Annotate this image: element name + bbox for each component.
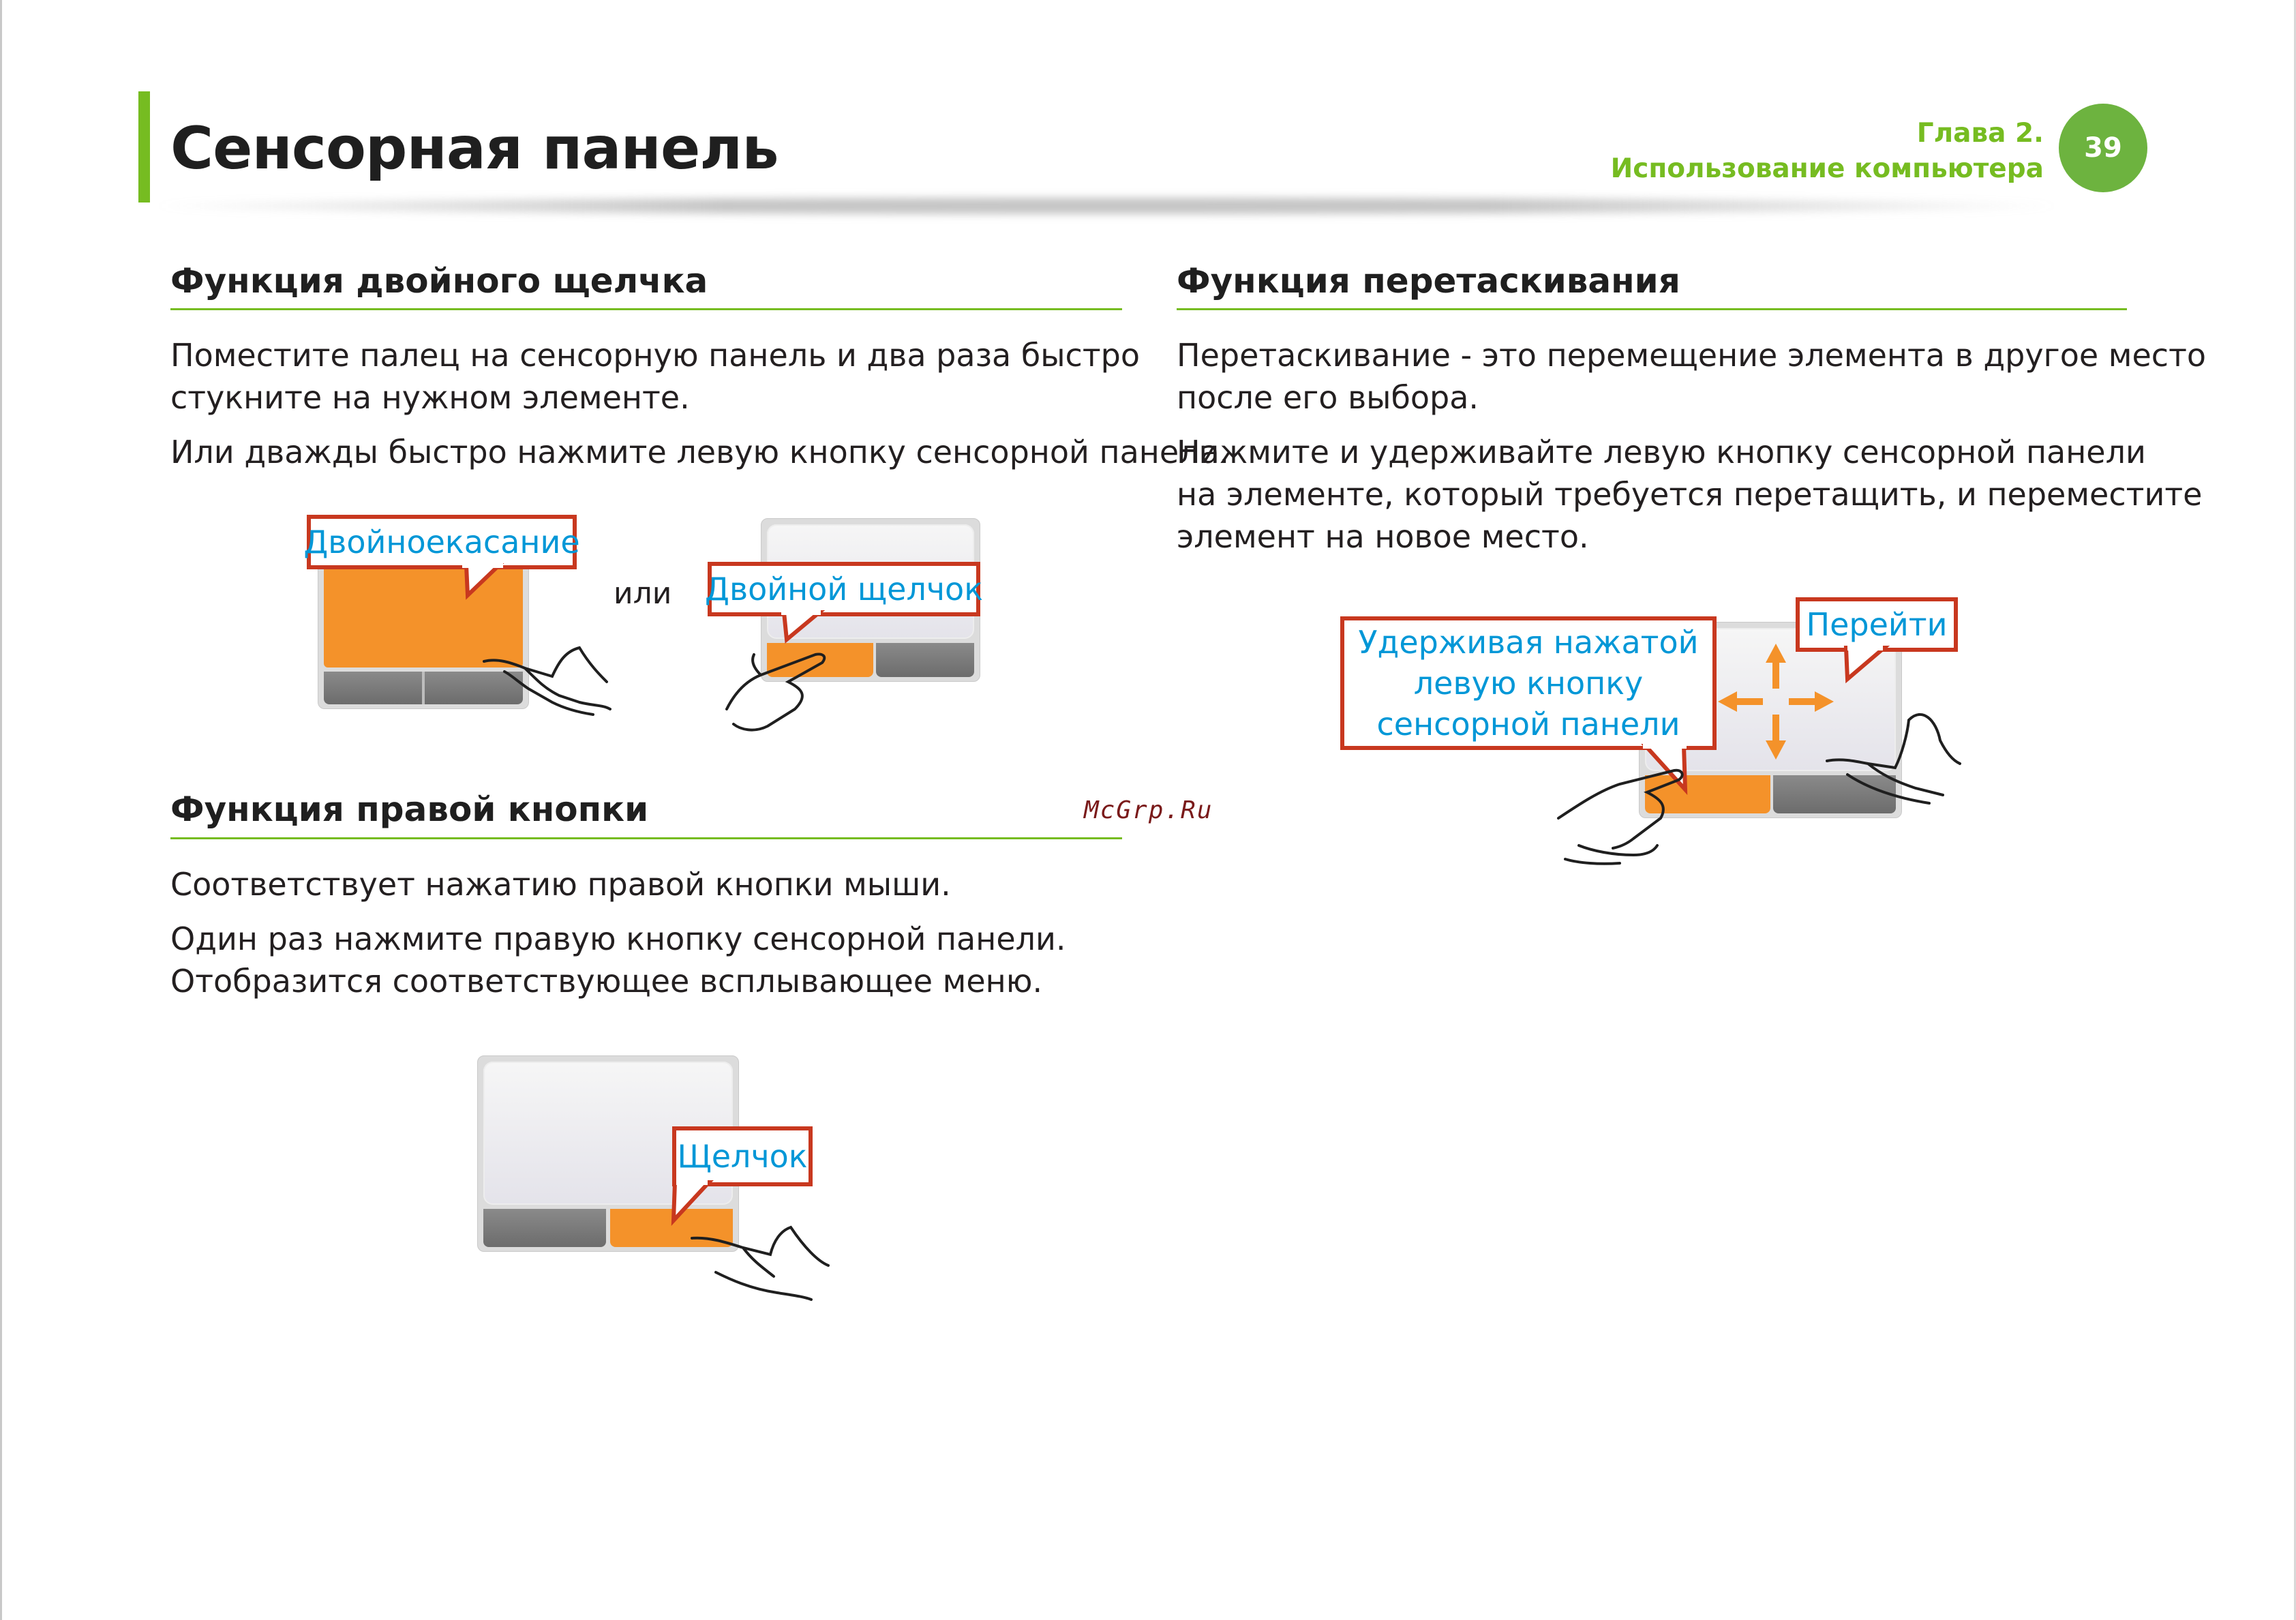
- page-edge-left: [0, 0, 2, 1620]
- drag-para1-line1: Перетаскивание - это перемещение элемент…: [1177, 337, 2207, 374]
- touchpad-left-button-highlighted: [1645, 775, 1770, 813]
- right-button-para2-line2: Отобразится соответствующее всплывающее …: [170, 963, 1043, 1000]
- callout-click: Щелчок: [672, 1126, 813, 1186]
- callout-hold-left-button: Удерживая нажатой левую кнопку сенсорной…: [1340, 616, 1717, 750]
- touchpad-left-button-highlighted: [767, 643, 873, 677]
- callout-tail-click: [671, 1180, 714, 1226]
- chapter-number: Глава 2.: [1916, 118, 2044, 149]
- touchpad-right-button: [876, 643, 974, 677]
- section-heading-double-click: Функция двойного щелчка: [170, 261, 708, 301]
- callout-move: Перейти: [1796, 597, 1958, 652]
- touchpad-right-button: [1773, 775, 1896, 813]
- callout-tail-double-click: [781, 610, 826, 644]
- drag-para1-line2: после его выбора.: [1177, 379, 1479, 416]
- double-click-para2: Или дважды быстро нажмите левую кнопку с…: [170, 434, 1230, 470]
- chapter-label: Глава 2. Использование компьютера: [1611, 116, 2044, 187]
- drag-para2-line2: на элементе, который требуется перетащит…: [1177, 476, 2203, 513]
- callout-tail-double-tap: [462, 562, 504, 600]
- page-edge-right: [2294, 0, 2296, 1620]
- callout-tail-hold: [1641, 743, 1688, 796]
- callout-tail-move: [1843, 645, 1890, 684]
- title-accent-bar: [138, 91, 150, 202]
- touchpad-left-button: [483, 1209, 606, 1247]
- callout-double-tap: Двойноекасание: [303, 515, 580, 569]
- drag-para2-line3: элемент на новое место.: [1177, 518, 1589, 555]
- right-button-para2-line1: Один раз нажмите правую кнопку сенсорной…: [170, 920, 1066, 957]
- touchpad-double-tap: [318, 559, 529, 709]
- callout-hold-line3: сенсорной панели: [1376, 706, 1680, 742]
- move-arrows-icon: [1718, 644, 1834, 760]
- right-button-para1: Соответствует нажатию правой кнопки мыши…: [170, 866, 951, 903]
- hand-icon: [483, 646, 611, 716]
- double-click-para1-line1: Поместите палец на сенсорную панель и дв…: [170, 337, 1140, 374]
- section-rule-drag: [1177, 308, 2127, 310]
- double-click-para1-line2: стукните на нужном элементе.: [170, 379, 690, 416]
- callout-hold-line2: левую кнопку: [1413, 665, 1644, 702]
- touchpad-surface-highlighted: [324, 565, 523, 668]
- section-rule-double-click: [170, 308, 1122, 310]
- hand-icon: [725, 652, 826, 732]
- section-heading-drag: Функция перетаскивания: [1177, 261, 1680, 301]
- section-rule-right-button: [170, 837, 1122, 839]
- page-title: Сенсорная панель: [170, 115, 779, 183]
- touchpad-button-divider: [422, 672, 425, 704]
- chapter-title: Использование компьютера: [1610, 153, 2044, 184]
- hand-icon: [1557, 768, 1684, 865]
- watermark: McGrp.Ru: [1084, 796, 1213, 824]
- page-number-badge: 39: [2059, 104, 2147, 192]
- hand-icon: [691, 1225, 830, 1301]
- header-divider: [149, 198, 2064, 214]
- or-label: или: [614, 576, 672, 611]
- drag-para2-line1: Нажмите и удерживайте левую кнопку сенсо…: [1177, 434, 2146, 470]
- callout-double-click: Двойной щелчок: [705, 562, 983, 616]
- hand-icon: [1826, 712, 1961, 805]
- section-heading-right-button: Функция правой кнопки: [170, 790, 649, 829]
- callout-hold-line1: Удерживая нажатой: [1358, 624, 1699, 661]
